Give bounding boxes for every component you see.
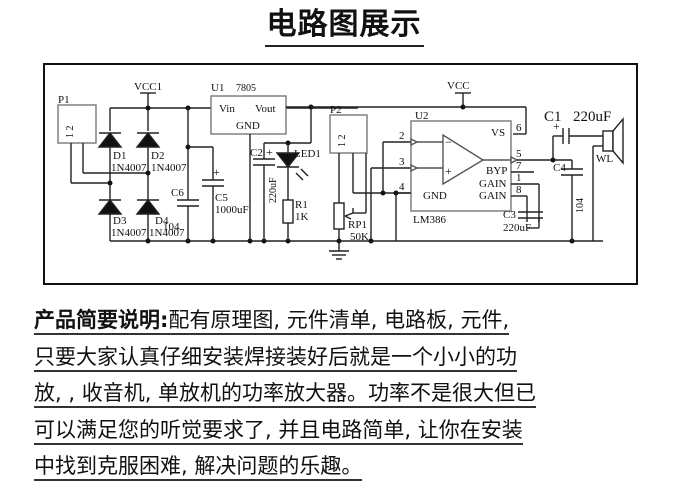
- d1-label: D1: [113, 150, 126, 162]
- p2-label: P2: [330, 104, 342, 116]
- u2-label: U2: [415, 110, 428, 122]
- opamp-minus: −: [445, 135, 452, 149]
- capacitor-c4: [553, 159, 583, 241]
- p2-pins: 1 2: [337, 135, 348, 148]
- pin-3: 3: [399, 156, 405, 168]
- d3-label: D3: [113, 215, 127, 227]
- c2-plus: +: [266, 145, 273, 159]
- potentiometer-rp1: [333, 202, 354, 241]
- c5-plus: +: [213, 165, 220, 179]
- connector-p1: P1 1 2: [57, 94, 97, 144]
- u2-gain2: GAIN: [479, 190, 507, 202]
- r1-value: 1K: [295, 211, 309, 223]
- description-heading: 产品简要说明:: [34, 308, 169, 332]
- c1-plus: +: [553, 119, 560, 133]
- pin-5: 5: [516, 148, 522, 160]
- vcc-label: VCC: [447, 80, 470, 92]
- u2-gain1: GAIN: [479, 178, 507, 190]
- u1-gnd: GND: [236, 120, 260, 132]
- capacitor-c3: [518, 211, 543, 229]
- diode-d4: [135, 198, 161, 215]
- page-title-container: 电路图展示: [0, 6, 688, 47]
- r1-label: R1: [295, 199, 308, 211]
- schematic-frame: [43, 63, 638, 285]
- led1-label: LED1: [294, 148, 321, 160]
- c3-label: C3: [503, 209, 516, 221]
- speaker-wl: [592, 117, 624, 241]
- capacitor-c5: [188, 146, 224, 241]
- capacitor-c6: [177, 108, 199, 241]
- description-line-1: 配有原理图, 元件清单, 电路板, 元件,: [168, 308, 510, 332]
- ground-symbol: [329, 241, 349, 260]
- p1-label: P1: [58, 94, 70, 106]
- c2-value: 220uF: [268, 177, 279, 203]
- circuit-schematic: P1 1 2 VCC1 D1 1N4007 D2 1N4007 D3 1N400…: [57, 80, 624, 260]
- wl-label: WL: [596, 153, 613, 165]
- d2-part: 1N4007: [151, 162, 187, 174]
- c3-value: 220uF: [503, 222, 531, 234]
- description-line-2: 只要大家认真仔细安装焊接装好后就是一个小小的功: [34, 344, 517, 372]
- d2-label: D2: [151, 150, 164, 162]
- d4-part: 1N4007: [149, 227, 185, 239]
- opamp-plus: +: [445, 164, 452, 178]
- pin-4: 4: [399, 181, 405, 193]
- pin-6: 6: [516, 122, 522, 134]
- p1-pins: 1 2: [65, 126, 76, 139]
- c1-label: C1: [544, 109, 562, 125]
- u2-vs: VS: [491, 127, 505, 139]
- pin-7: 7: [516, 160, 522, 172]
- page-title: 电路图展示: [264, 6, 424, 47]
- vcc1-label: VCC1: [134, 81, 162, 93]
- connector-p2: [329, 114, 368, 154]
- regulator-u1: [210, 95, 287, 135]
- u2-part: LM386: [413, 214, 447, 226]
- c5-label: C5: [215, 192, 228, 204]
- capacitor-c1: [562, 128, 570, 144]
- led-led1: [275, 143, 309, 200]
- c5-value: 1000uF: [215, 204, 249, 216]
- rp1-value: 50K: [350, 231, 369, 243]
- rp1-label: RP1: [348, 219, 367, 231]
- c6-value: 104: [163, 221, 180, 233]
- diode-d3: [97, 198, 123, 215]
- pin-2: 2: [399, 130, 405, 142]
- description-line-3: 放, , 收音机, 单放机的功率放大器。功率不是很大但已: [34, 381, 537, 408]
- c2-label: C2: [250, 147, 263, 159]
- resistor-r1: [282, 199, 294, 241]
- u1-label: U1: [211, 82, 224, 94]
- description-line-5: 中找到克服困难, 解决问题的乐趣。: [34, 454, 363, 481]
- c1-value: 220uF: [573, 109, 611, 125]
- diode-d1: [97, 131, 123, 148]
- d1-part: 1N4007: [111, 162, 147, 174]
- u1-vin: Vin: [219, 103, 235, 115]
- d4-label: D4: [155, 215, 169, 227]
- diode-d2: [135, 131, 161, 148]
- pin-1: 1: [516, 172, 522, 184]
- c6-label: C6: [171, 187, 184, 199]
- c4-label: C4: [553, 162, 566, 174]
- u2-gnd: GND: [423, 190, 447, 202]
- pin-8: 8: [516, 184, 522, 196]
- d3-part: 1N4007: [111, 227, 147, 239]
- u1-vout: Vout: [255, 103, 276, 115]
- amplifier-u2: [410, 120, 519, 212]
- capacitor-c2: [253, 143, 275, 241]
- product-description: 产品简要说明:配有原理图, 元件清单, 电路板, 元件, 只要大家认真仔细安装焊…: [34, 302, 654, 485]
- c4-value: 104: [575, 198, 586, 213]
- u2-byp: BYP: [486, 165, 507, 177]
- description-line-4: 可以满足您的听觉要求了, 并且电路简单, 让你在安装: [34, 417, 523, 445]
- u1-part: 7805: [236, 83, 256, 94]
